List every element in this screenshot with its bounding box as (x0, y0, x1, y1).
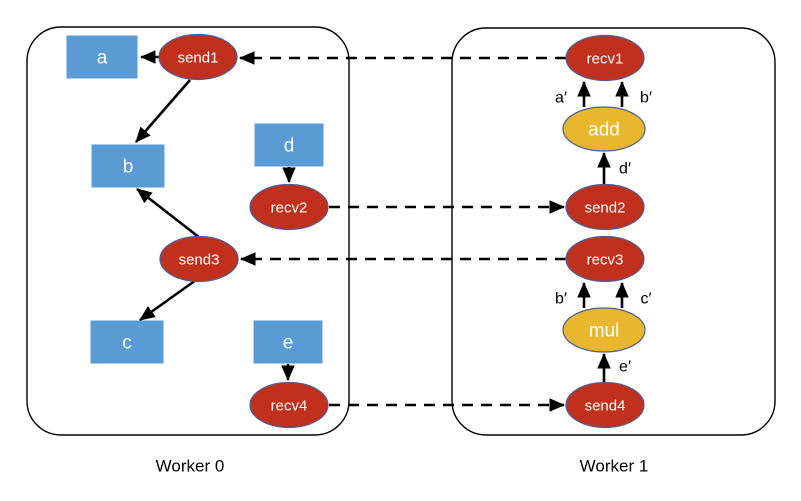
node-shape-b (91, 144, 165, 188)
node-label-a: a (97, 48, 108, 69)
node-add[interactable]: add (562, 106, 646, 152)
node-shape-c (90, 320, 164, 364)
worker-boundary-worker1 (451, 27, 776, 436)
node-label-recv3: recv3 (587, 252, 624, 269)
node-label-mul: mul (589, 321, 620, 342)
worker-boundary-worker0 (26, 26, 350, 436)
node-shape-recv3 (565, 235, 645, 283)
node-label-e: e (283, 333, 294, 354)
node-a[interactable]: a (66, 35, 138, 79)
node-send4[interactable]: send4 (565, 381, 645, 429)
node-shape-recv1 (565, 34, 645, 82)
node-label-b: b (123, 157, 134, 178)
node-send3[interactable]: send3 (159, 235, 239, 283)
node-send1[interactable]: send1 (158, 33, 238, 81)
node-e[interactable]: e (253, 320, 323, 364)
node-label-recv1: recv1 (587, 51, 624, 68)
node-shape-mul (562, 307, 646, 353)
node-shape-add (562, 106, 646, 152)
node-b[interactable]: b (91, 144, 165, 188)
node-c[interactable]: c (90, 320, 164, 364)
node-shape-a (66, 35, 138, 79)
edge-label-send4-mul: e′ (619, 359, 631, 376)
node-shape-send3 (159, 235, 239, 283)
node-shape-send1 (158, 33, 238, 81)
edge-send3-c (139, 278, 197, 322)
node-label-send4: send4 (585, 398, 626, 415)
node-label-send3: send3 (179, 252, 220, 269)
edge-label-add-recv1-b: b′ (640, 90, 652, 107)
worker-boundaries-group (26, 26, 776, 436)
node-label-send2: send2 (585, 200, 626, 217)
node-send2[interactable]: send2 (565, 183, 645, 231)
node-d[interactable]: d (254, 123, 324, 167)
worker-caption-worker1: Worker 1 (580, 457, 649, 476)
edge-label-add-recv1-a: a′ (555, 90, 567, 107)
node-shape-d (254, 123, 324, 167)
node-label-recv4: recv4 (271, 398, 308, 415)
edge-label-mul-recv3-c: c′ (641, 291, 652, 308)
node-label-recv2: recv2 (271, 200, 308, 217)
worker-caption-worker0: Worker 0 (156, 457, 225, 476)
node-shape-recv4 (249, 381, 329, 429)
node-shape-send4 (565, 381, 645, 429)
node-recv1[interactable]: recv1 (565, 34, 645, 82)
node-recv2[interactable]: recv2 (249, 183, 329, 231)
intra-worker-edges-group (135, 50, 629, 383)
node-recv4[interactable]: recv4 (249, 381, 329, 429)
nodes-group: a b c d e send1 recv2 send3 recv4 recv1 add send2 re… (66, 33, 646, 429)
worker-captions-group: Worker 0 Worker 1 (156, 457, 649, 476)
node-shape-send2 (565, 183, 645, 231)
node-label-add: add (588, 120, 620, 141)
edge-label-mul-recv3-b: b′ (555, 291, 567, 308)
cross-worker-edges-group (238, 51, 566, 412)
node-shape-e (253, 320, 323, 364)
node-recv3[interactable]: recv3 (565, 235, 645, 283)
edge-send3-b (136, 187, 201, 240)
edge-label-send2-add: d′ (619, 161, 631, 178)
node-mul[interactable]: mul (562, 307, 646, 353)
node-label-send1: send1 (178, 50, 219, 67)
edge-send1-b (135, 79, 191, 143)
node-shape-recv2 (249, 183, 329, 231)
node-label-c: c (122, 333, 132, 354)
node-label-d: d (284, 136, 295, 157)
edge-labels-group: a′ b′ d′ b′ c′ e′ (555, 90, 652, 376)
